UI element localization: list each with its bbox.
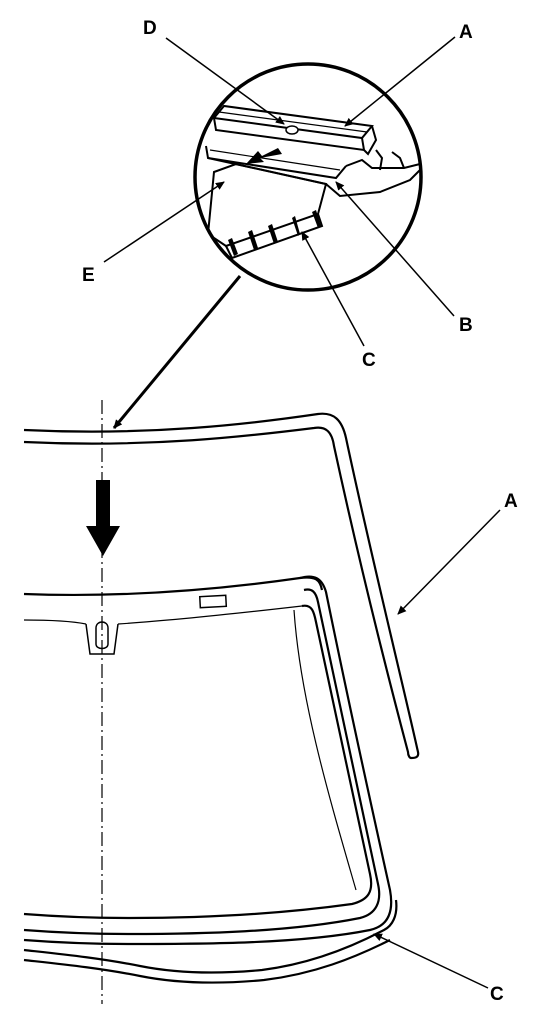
callouts: A D B C E A C xyxy=(82,18,518,1005)
callout-a-top: A xyxy=(459,22,473,43)
leader-c-bottom xyxy=(373,933,489,989)
callout-e: E xyxy=(82,265,95,286)
leader-b xyxy=(335,181,455,317)
callout-b: B xyxy=(459,315,473,336)
leader-c-detail xyxy=(301,231,365,347)
callout-a-right: A xyxy=(504,491,518,512)
detail-leader-line xyxy=(112,275,242,429)
windshield-glass-section xyxy=(206,162,328,260)
magnifier-circle-icon xyxy=(193,62,423,292)
mirror-mount xyxy=(85,623,119,655)
molding-b-section xyxy=(205,145,421,198)
clip-hole-d xyxy=(285,125,299,135)
molding-a-section xyxy=(212,104,378,156)
molding-a-part xyxy=(23,412,420,760)
leader-e xyxy=(103,181,225,263)
insertion-arrow-icon xyxy=(246,148,282,164)
sensor-window xyxy=(198,594,228,609)
leader-d xyxy=(165,37,285,125)
detail-view xyxy=(193,62,423,292)
leader-a-top xyxy=(344,36,456,127)
windshield-glass xyxy=(23,575,398,984)
callout-c-bottom: C xyxy=(490,984,504,1005)
down-arrow-icon xyxy=(86,480,120,556)
detail-contents xyxy=(205,104,421,260)
callout-c-detail: C xyxy=(362,350,376,371)
leader-lines xyxy=(103,36,501,989)
callout-d: D xyxy=(143,18,157,39)
leader-a-right xyxy=(397,509,501,615)
